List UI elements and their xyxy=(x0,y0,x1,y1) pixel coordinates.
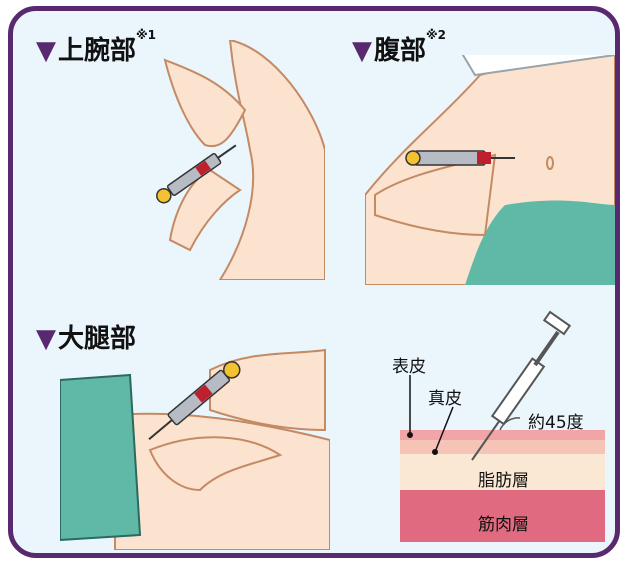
thigh-label: 大腿部 xyxy=(58,324,137,354)
upper-arm-heading: ▼上腕部※1 xyxy=(36,28,157,67)
fat-layer-label: 脂肪層 xyxy=(478,471,529,491)
fat-layer xyxy=(400,454,605,490)
syringe-icon xyxy=(156,144,237,204)
angled-syringe xyxy=(471,310,572,461)
abdomen-heading: ▼腹部※2 xyxy=(352,28,447,67)
syringe-icon xyxy=(405,150,515,166)
thigh-illustration xyxy=(60,348,330,550)
angle-arc xyxy=(499,417,521,431)
upper-arm-note: ※1 xyxy=(136,28,157,42)
syringe-icon xyxy=(471,310,572,461)
muscle-layer xyxy=(400,490,605,542)
abdomen-illustration xyxy=(365,55,615,285)
injection-cross-section xyxy=(400,430,605,542)
dermis-pointer xyxy=(432,406,454,455)
triangle-marker-icon: ▼ xyxy=(352,36,372,66)
epidermis-layer xyxy=(400,430,605,440)
muscle-layer-label: 筋肉層 xyxy=(478,515,529,535)
syringe-icon xyxy=(148,361,241,441)
dermis-label: 真皮 xyxy=(428,389,462,409)
abdomen-label: 腹部 xyxy=(374,36,427,66)
upper-arm-label: 上腕部 xyxy=(58,36,137,66)
abdomen-note: ※2 xyxy=(426,28,447,42)
epidermis-pointer xyxy=(407,375,413,438)
epidermis-label: 表皮 xyxy=(392,357,426,377)
upper-arm-illustration xyxy=(156,40,325,280)
thigh-heading: ▼大腿部 xyxy=(36,318,136,355)
angle-label: 約45度 xyxy=(528,413,584,433)
triangle-marker-icon: ▼ xyxy=(36,324,56,354)
triangle-marker-icon: ▼ xyxy=(36,36,56,66)
dermis-layer xyxy=(400,440,605,454)
